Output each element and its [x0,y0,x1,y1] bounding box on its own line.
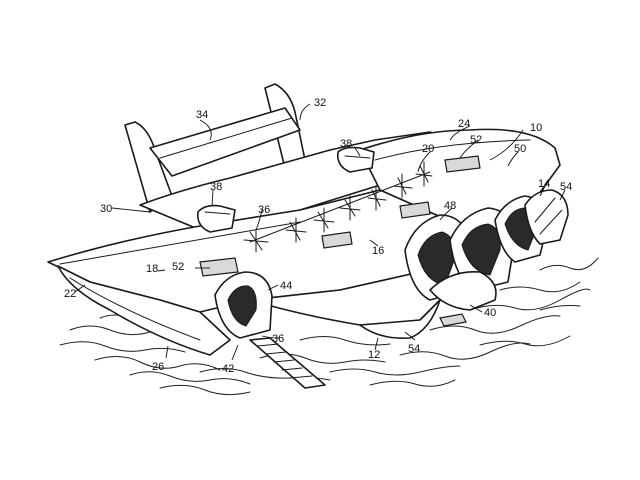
main-wing [47,189,471,313]
label-30: 30 [100,203,112,215]
label-44: 44 [280,280,292,292]
propellers [243,161,433,253]
label-14: 14 [538,178,550,190]
label-34: 34 [196,109,208,121]
label-52b: 52 [172,261,184,273]
label-42: 42 [222,363,234,375]
label-50: 50 [514,143,526,155]
boarding-ramp [249,337,326,389]
label-36a: 36 [258,204,270,216]
label-54b: 54 [408,343,420,355]
engine-pods [196,146,375,233]
center-hull [249,271,441,340]
forward-engine-nacelles [404,189,569,311]
label-52a: 52 [470,134,482,146]
water-surface [59,257,599,396]
label-24: 24 [458,118,470,130]
label-12: 12 [368,349,380,361]
label-54a: 54 [560,181,572,193]
left-float [57,265,231,356]
label-38a: 38 [340,138,352,150]
label-48: 48 [444,200,456,212]
label-10: 10 [530,122,542,134]
label-32: 32 [314,97,326,109]
leader-lines [74,103,566,361]
label-22: 22 [64,288,76,300]
label-18: 18 [146,263,158,275]
label-20: 20 [422,143,434,155]
left-engine-nacelle [214,271,273,339]
label-26: 26 [152,361,164,373]
label-38b: 38 [210,181,222,193]
label-36b: 36 [272,333,284,345]
reference-numerals: 30 34 32 38 38 36 20 24 52 10 50 14 54 4… [64,97,572,375]
label-40: 40 [484,307,496,319]
small-hatch [439,313,467,327]
label-16: 16 [372,245,384,257]
